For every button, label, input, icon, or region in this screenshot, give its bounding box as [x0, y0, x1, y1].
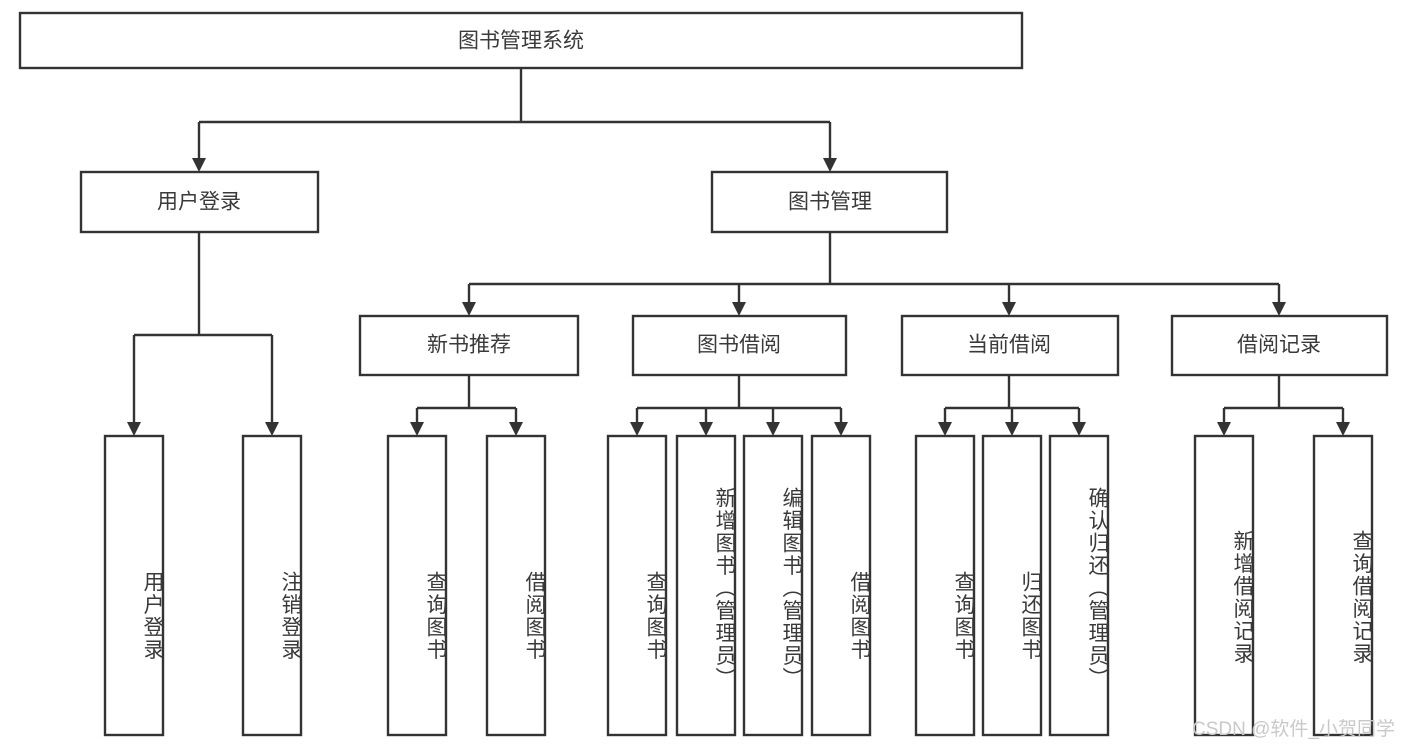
arrowhead-leaf-user-login: [127, 422, 141, 436]
connector-group-book-borrow: [630, 375, 848, 436]
node-box-root[interactable]: [18, 11, 1024, 70]
arrowhead-bookborrow-leaf1: [630, 422, 644, 436]
node-label-user-login: 用户登录: [157, 191, 241, 214]
arrowhead-records-leaf1: [1217, 422, 1231, 436]
leaf-box-add-book[interactable]: [675, 434, 737, 737]
leaf-box-query-book-1[interactable]: [386, 434, 448, 737]
node-box-borrow-records[interactable]: [1170, 314, 1389, 377]
leaf-box-logout[interactable]: [241, 434, 303, 737]
arrowhead-book-borrow: [732, 302, 746, 316]
arrowhead-bookborrow-leaf4: [834, 422, 848, 436]
arrowhead-currentborrow-leaf1: [938, 422, 952, 436]
arrowhead-user-login: [192, 158, 206, 172]
node-label-book-borrow: 图书借阅: [697, 334, 781, 357]
node-box-new-book-recommend[interactable]: [358, 314, 580, 377]
connector-group-user-login: [127, 232, 279, 436]
arrowhead-currentborrow-leaf3: [1072, 422, 1086, 436]
node-label-root: 图书管理系统: [458, 30, 584, 53]
connector-group-new-book: [410, 375, 523, 436]
leaf-box-edit-book[interactable]: [742, 434, 804, 737]
connector-group-book-mgmt: [462, 232, 1286, 316]
arrowhead-book-mgmt: [823, 158, 837, 172]
leaf-box-query-record[interactable]: [1312, 434, 1374, 737]
leaf-box-borrow-book-2[interactable]: [810, 434, 872, 737]
leaf-box-return-book[interactable]: [981, 434, 1043, 737]
arrowhead-newbook-leaf2: [509, 422, 523, 436]
connector-group-borrow-records: [1217, 375, 1350, 436]
arrowhead-bookborrow-leaf3: [766, 422, 780, 436]
leaf-box-confirm-return[interactable]: [1048, 434, 1110, 737]
leaf-box-add-record[interactable]: [1193, 434, 1255, 737]
leaf-box-query-book-2[interactable]: [606, 434, 668, 737]
arrowhead-newbook-leaf1: [410, 422, 424, 436]
connector-group-current-borrow: [938, 375, 1086, 436]
arrowhead-leaf-logout: [265, 422, 279, 436]
arrowhead-borrow-records: [1272, 302, 1286, 316]
node-box-book-borrow[interactable]: [631, 314, 848, 377]
leaf-box-user-login[interactable]: [103, 434, 165, 737]
node-label-current-borrow: 当前借阅: [967, 334, 1051, 357]
node-box-current-borrow[interactable]: [900, 314, 1120, 377]
node-label-new-book-recommend: 新书推荐: [427, 334, 511, 357]
node-box-book-management[interactable]: [710, 170, 949, 234]
connector-group-root: [192, 68, 837, 172]
leaf-box-query-book-3[interactable]: [914, 434, 976, 737]
node-box-user-login[interactable]: [79, 170, 320, 234]
csdn-watermark: CSDN @软件_小贺同学: [1192, 719, 1395, 740]
arrowhead-current-borrow: [1002, 302, 1016, 316]
arrowhead-records-leaf2: [1336, 422, 1350, 436]
arrowhead-bookborrow-leaf2: [699, 422, 713, 436]
node-label-book-management: 图书管理: [788, 191, 872, 214]
arrowhead-new-book: [462, 302, 476, 316]
node-label-borrow-records: 借阅记录: [1237, 334, 1321, 357]
leaf-box-borrow-book-1[interactable]: [485, 434, 547, 737]
arrowhead-currentborrow-leaf2: [1005, 422, 1019, 436]
